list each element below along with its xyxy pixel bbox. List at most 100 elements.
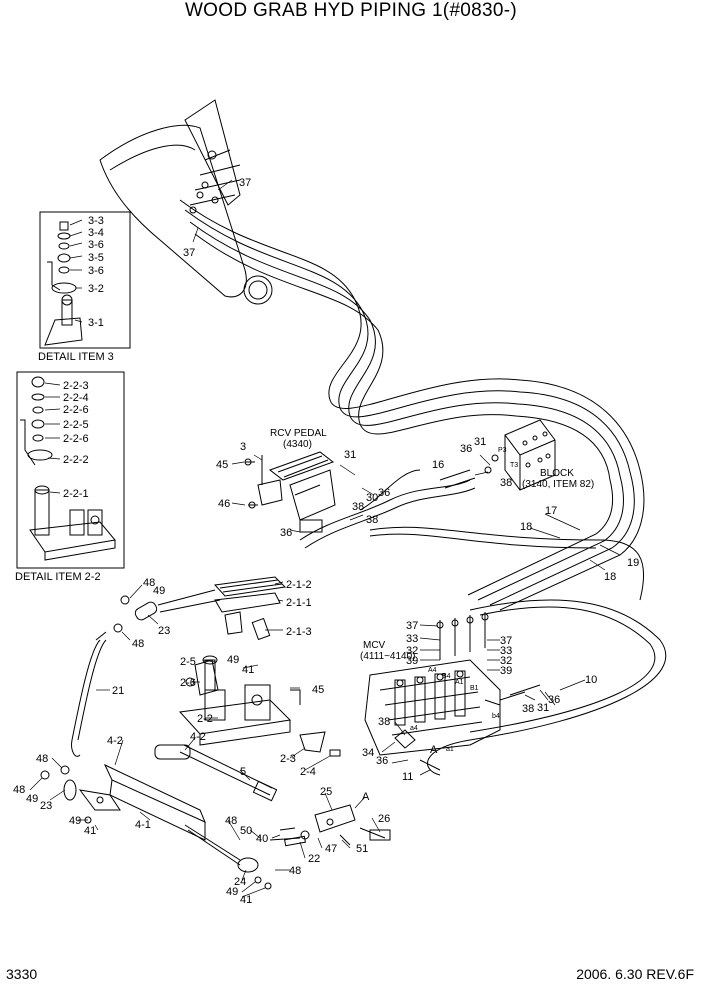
callout: 2-2 [197,713,213,725]
callout: 33 [406,633,418,645]
callout: 22 [308,853,320,865]
callout-2-2-5: 2-2-5 [63,419,89,431]
mcv-port-a4-small: a4 [410,725,418,732]
callout: 38 [500,477,512,489]
callout: 19 [627,557,639,569]
block-code: (3140, ITEM 82) [522,479,594,490]
callout: 48 [132,638,144,650]
callout-2-2-4: 2-2-4 [63,392,89,404]
callout: 11 [402,771,413,783]
callout: 41 [240,894,252,906]
mcv-label: MCV [363,640,386,651]
block-label: BLOCK [540,468,574,479]
detail-item-2-2 [16,371,125,569]
mcv-valve [364,612,541,771]
callout: 3 [240,441,246,453]
callout: 36 [376,755,388,767]
rcv-pedal-code: (4340) [283,439,312,450]
callout: 48 [143,577,155,589]
callout: 23 [158,625,170,637]
callout-2-2-6b: 2-2-6 [63,433,89,445]
callout: 31 [474,436,486,448]
callout: 38 [522,703,534,715]
callout: 23 [40,800,52,812]
boom-arm [99,99,273,305]
pedal-hoses [299,469,645,601]
callout: A [430,744,438,756]
callout: 10 [585,674,597,686]
callout: 38 [352,501,364,513]
mcv-port-a1: A1 [455,679,464,686]
mcv-code: (4111~4140) [360,651,416,662]
callout-3-4: 3-4 [88,227,104,239]
callout: 4-2 [107,735,123,747]
callout-2-2-3: 2-2-3 [63,380,89,392]
callout: 2-1-3 [286,626,312,638]
callout: A [362,791,370,803]
callout-3-6b: 3-6 [88,265,104,277]
mcv-port-a1-small: a1 [446,746,454,753]
callout: 4-1 [135,819,151,831]
callout: 2-3 [280,753,296,765]
mcv-port-b4: B4 [442,673,451,680]
diagram-labels: 3-3 3-4 3-6 3-5 3-6 3-2 3-1 DETAIL ITEM … [13,177,639,906]
callout: 34 [362,747,374,759]
callout: 18 [520,521,532,533]
leader-lines [29,179,621,898]
detail-item-3-caption: DETAIL ITEM 3 [38,351,114,363]
callout: 49 [227,654,239,666]
callout: 26 [378,813,390,825]
callout: 40 [256,833,268,845]
callout: 39 [406,655,418,667]
callout: 48 [289,865,301,877]
callout: 49 [69,815,81,827]
callout: 48 [36,753,48,765]
callout: 45 [216,459,228,471]
callout: 18 [604,571,616,583]
block-3140 [484,419,556,491]
callout: 2-5 [180,656,196,668]
callout: 37 [406,620,418,632]
callout: 2-1-1 [286,597,312,609]
callout-2-2-6: 2-2-6 [63,404,89,416]
callout-3-2: 3-2 [88,283,104,295]
callout-3-3: 3-3 [88,215,104,227]
callout: 31 [537,702,549,714]
callout: 47 [325,843,337,855]
callout: 48 [13,784,25,796]
page-number: 3330 [6,966,38,982]
block-port-t3: T3 [510,462,518,469]
callout: 17 [545,505,557,517]
callout-2-2-1: 2-2-1 [63,488,89,500]
mcv-port-b4-small: b4 [492,713,500,720]
callout: 2-1-2 [286,579,312,591]
detail-item-3 [39,211,131,349]
callout: 38 [378,716,390,728]
callout: 37 [500,635,512,647]
callout: 46 [218,498,230,510]
callout: 2-6 [180,677,196,689]
callout: 50 [240,825,252,837]
boom-hoses [179,199,667,776]
callout: 24 [234,876,246,888]
callout: 25 [320,786,332,798]
callout: 41 [84,825,96,837]
callout: 37 [239,177,251,189]
rcv-pedal-label: RCV PEDAL [270,428,327,439]
callout: 36 [460,443,472,455]
callout: 32 [406,645,418,657]
callout: 45 [312,684,324,696]
callout-3-1: 3-1 [88,317,104,329]
callout: 38 [366,514,378,526]
callout: 32 [500,655,512,667]
mcv-port-b1: B1 [470,685,479,692]
callout: 31 [344,449,356,461]
callout: 36 [280,527,292,539]
callout: 16 [432,459,444,471]
callout-2-2-2: 2-2-2 [63,454,89,466]
callout: 39 [500,665,512,677]
callout: 5 [240,766,246,778]
callout: 37 [183,247,195,259]
